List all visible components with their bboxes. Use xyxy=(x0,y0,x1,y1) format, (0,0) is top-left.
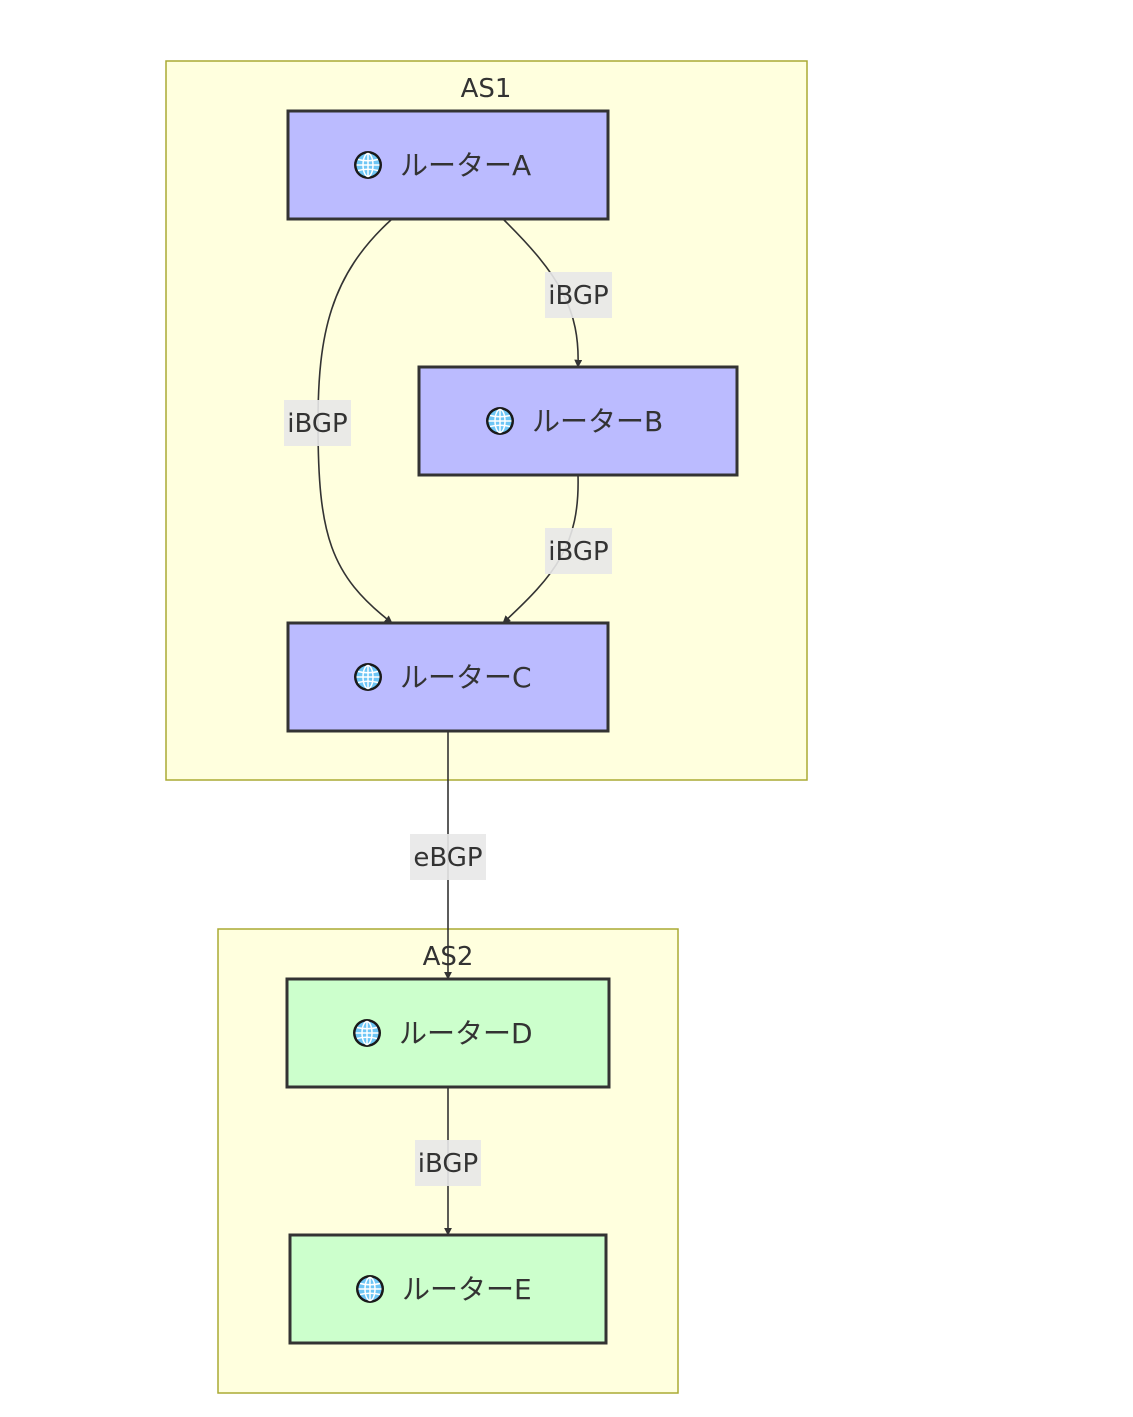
edge-label-b-c: iBGP xyxy=(545,528,612,574)
globe-icon xyxy=(355,1274,385,1304)
node-router-c[interactable]: ルーターC xyxy=(286,621,610,733)
globe-icon xyxy=(485,406,515,436)
edge-label-d-e: iBGP xyxy=(415,1140,481,1186)
edge-label-c-d-text: eBGP xyxy=(413,843,482,873)
globe-icon xyxy=(352,1018,382,1048)
node-router-e[interactable]: ルーターE xyxy=(288,1233,608,1345)
edge-label-a-c: iBGP xyxy=(284,400,351,446)
node-router-a-label: ルーターA xyxy=(400,149,531,182)
node-router-b-label: ルーターB xyxy=(532,405,663,438)
edge-label-a-c-text: iBGP xyxy=(287,409,347,439)
node-router-d-label: ルーターD xyxy=(399,1017,533,1050)
cluster-as1-title: AS1 xyxy=(461,74,512,104)
edge-label-a-b: iBGP xyxy=(545,272,612,318)
node-router-a[interactable]: ルーターA xyxy=(286,109,610,221)
edge-label-a-b-text: iBGP xyxy=(548,281,608,311)
edge-label-c-d: eBGP xyxy=(410,834,486,880)
node-router-c-label: ルーターC xyxy=(400,661,532,694)
edge-label-b-c-text: iBGP xyxy=(548,537,608,567)
node-router-e-label: ルーターE xyxy=(402,1273,532,1306)
node-router-d[interactable]: ルーターD xyxy=(285,977,611,1089)
node-router-b[interactable]: ルーターB xyxy=(417,365,739,477)
globe-icon xyxy=(353,150,383,180)
edge-label-d-e-text: iBGP xyxy=(418,1149,478,1179)
globe-icon xyxy=(353,662,383,692)
